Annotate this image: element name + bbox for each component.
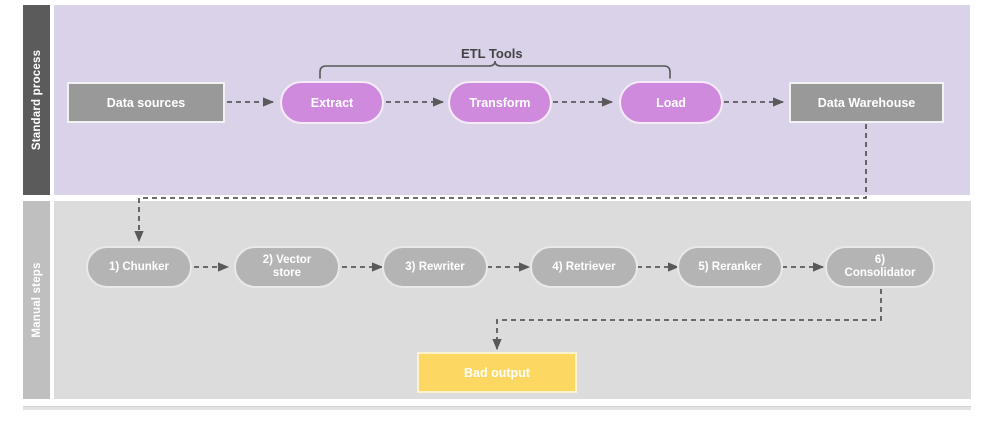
node-rewriter[interactable]: 3) Rewriter — [382, 246, 488, 288]
node-extract[interactable]: Extract — [280, 81, 384, 124]
lane-manual-steps-label: Manual steps — [23, 201, 50, 399]
node-vector-store[interactable]: 2) Vector store — [234, 246, 340, 288]
node-label-line-1: 2) Vector — [262, 254, 312, 267]
node-data-warehouse[interactable]: Data Warehouse — [789, 82, 944, 123]
node-label-line-2: store — [272, 267, 302, 279]
node-label: 3) Rewriter — [405, 260, 465, 273]
node-reranker[interactable]: 5) Reranker — [677, 246, 783, 288]
node-label: Load — [656, 95, 686, 110]
node-label: 1) Chunker — [108, 260, 170, 273]
node-label: Data Warehouse — [817, 95, 916, 110]
bottom-divider — [23, 406, 971, 410]
node-transform[interactable]: Transform — [448, 81, 552, 124]
node-label-line-2: Consolidator — [844, 267, 916, 279]
node-label: 6) Consolidator — [845, 254, 916, 280]
node-label: 5) Reranker — [698, 260, 762, 273]
node-label: Bad output — [464, 365, 530, 380]
node-label: Extract — [310, 95, 354, 110]
node-chunker[interactable]: 1) Chunker — [86, 246, 192, 288]
node-bad-output[interactable]: Bad output — [417, 352, 577, 393]
node-label: Transform — [469, 95, 531, 110]
node-retriever[interactable]: 4) Retriever — [530, 246, 638, 288]
lane-label-text: Manual steps — [30, 262, 43, 338]
node-label: Data sources — [106, 95, 186, 110]
node-label-line-1: 6) — [874, 254, 886, 267]
lane-standard-process-label: Standard process — [23, 5, 50, 195]
node-load[interactable]: Load — [619, 81, 723, 124]
node-label: 2) Vector store — [263, 254, 312, 280]
node-data-sources[interactable]: Data sources — [67, 82, 225, 123]
node-consolidator[interactable]: 6) Consolidator — [825, 246, 935, 288]
lane-label-text: Standard process — [30, 49, 43, 151]
node-label: 4) Retriever — [552, 260, 616, 273]
etl-tools-label: ETL Tools — [461, 46, 523, 61]
